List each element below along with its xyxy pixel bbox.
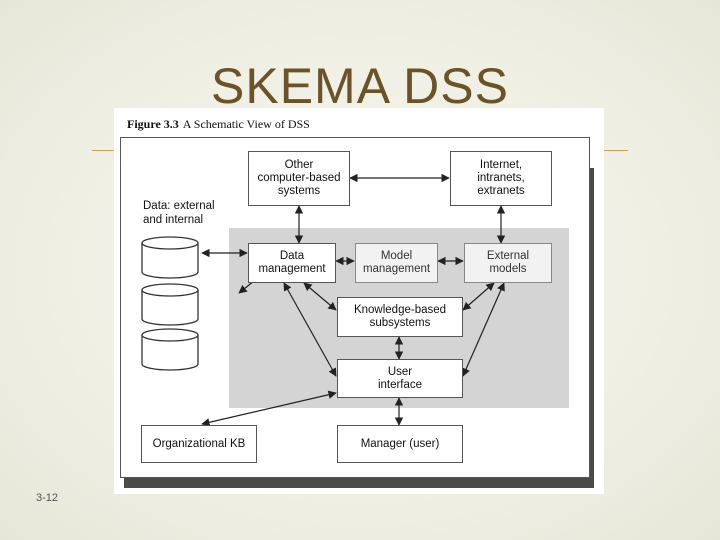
slide-title: SKEMA DSS xyxy=(211,58,509,114)
data-management-box: Data management xyxy=(248,243,336,283)
database-icon xyxy=(141,283,199,326)
kb-subsystems-box: Knowledge-based subsystems xyxy=(337,297,463,337)
figure-label: Figure 3.3 xyxy=(127,117,179,131)
figure-caption-text: A Schematic View of DSS xyxy=(182,117,310,131)
connector-arrows xyxy=(201,173,506,427)
title-rule-right xyxy=(600,150,628,151)
external-models-box: External models xyxy=(464,243,552,283)
internet-box: Internet, intranets, extranets xyxy=(450,151,552,206)
model-management-box: Model management xyxy=(355,243,438,283)
database-icon xyxy=(141,236,199,279)
other-systems-box: Other computer-based systems xyxy=(248,151,350,206)
organizational-kb-box: Organizational KB xyxy=(141,425,257,463)
slide-number: 3-12 xyxy=(36,492,59,504)
user-interface-box: User interface xyxy=(337,359,463,398)
data-sources-label: Data: external and internal xyxy=(143,200,215,226)
title-rule-left xyxy=(92,150,122,151)
manager-box: Manager (user) xyxy=(337,425,463,463)
database-icon xyxy=(141,328,199,371)
